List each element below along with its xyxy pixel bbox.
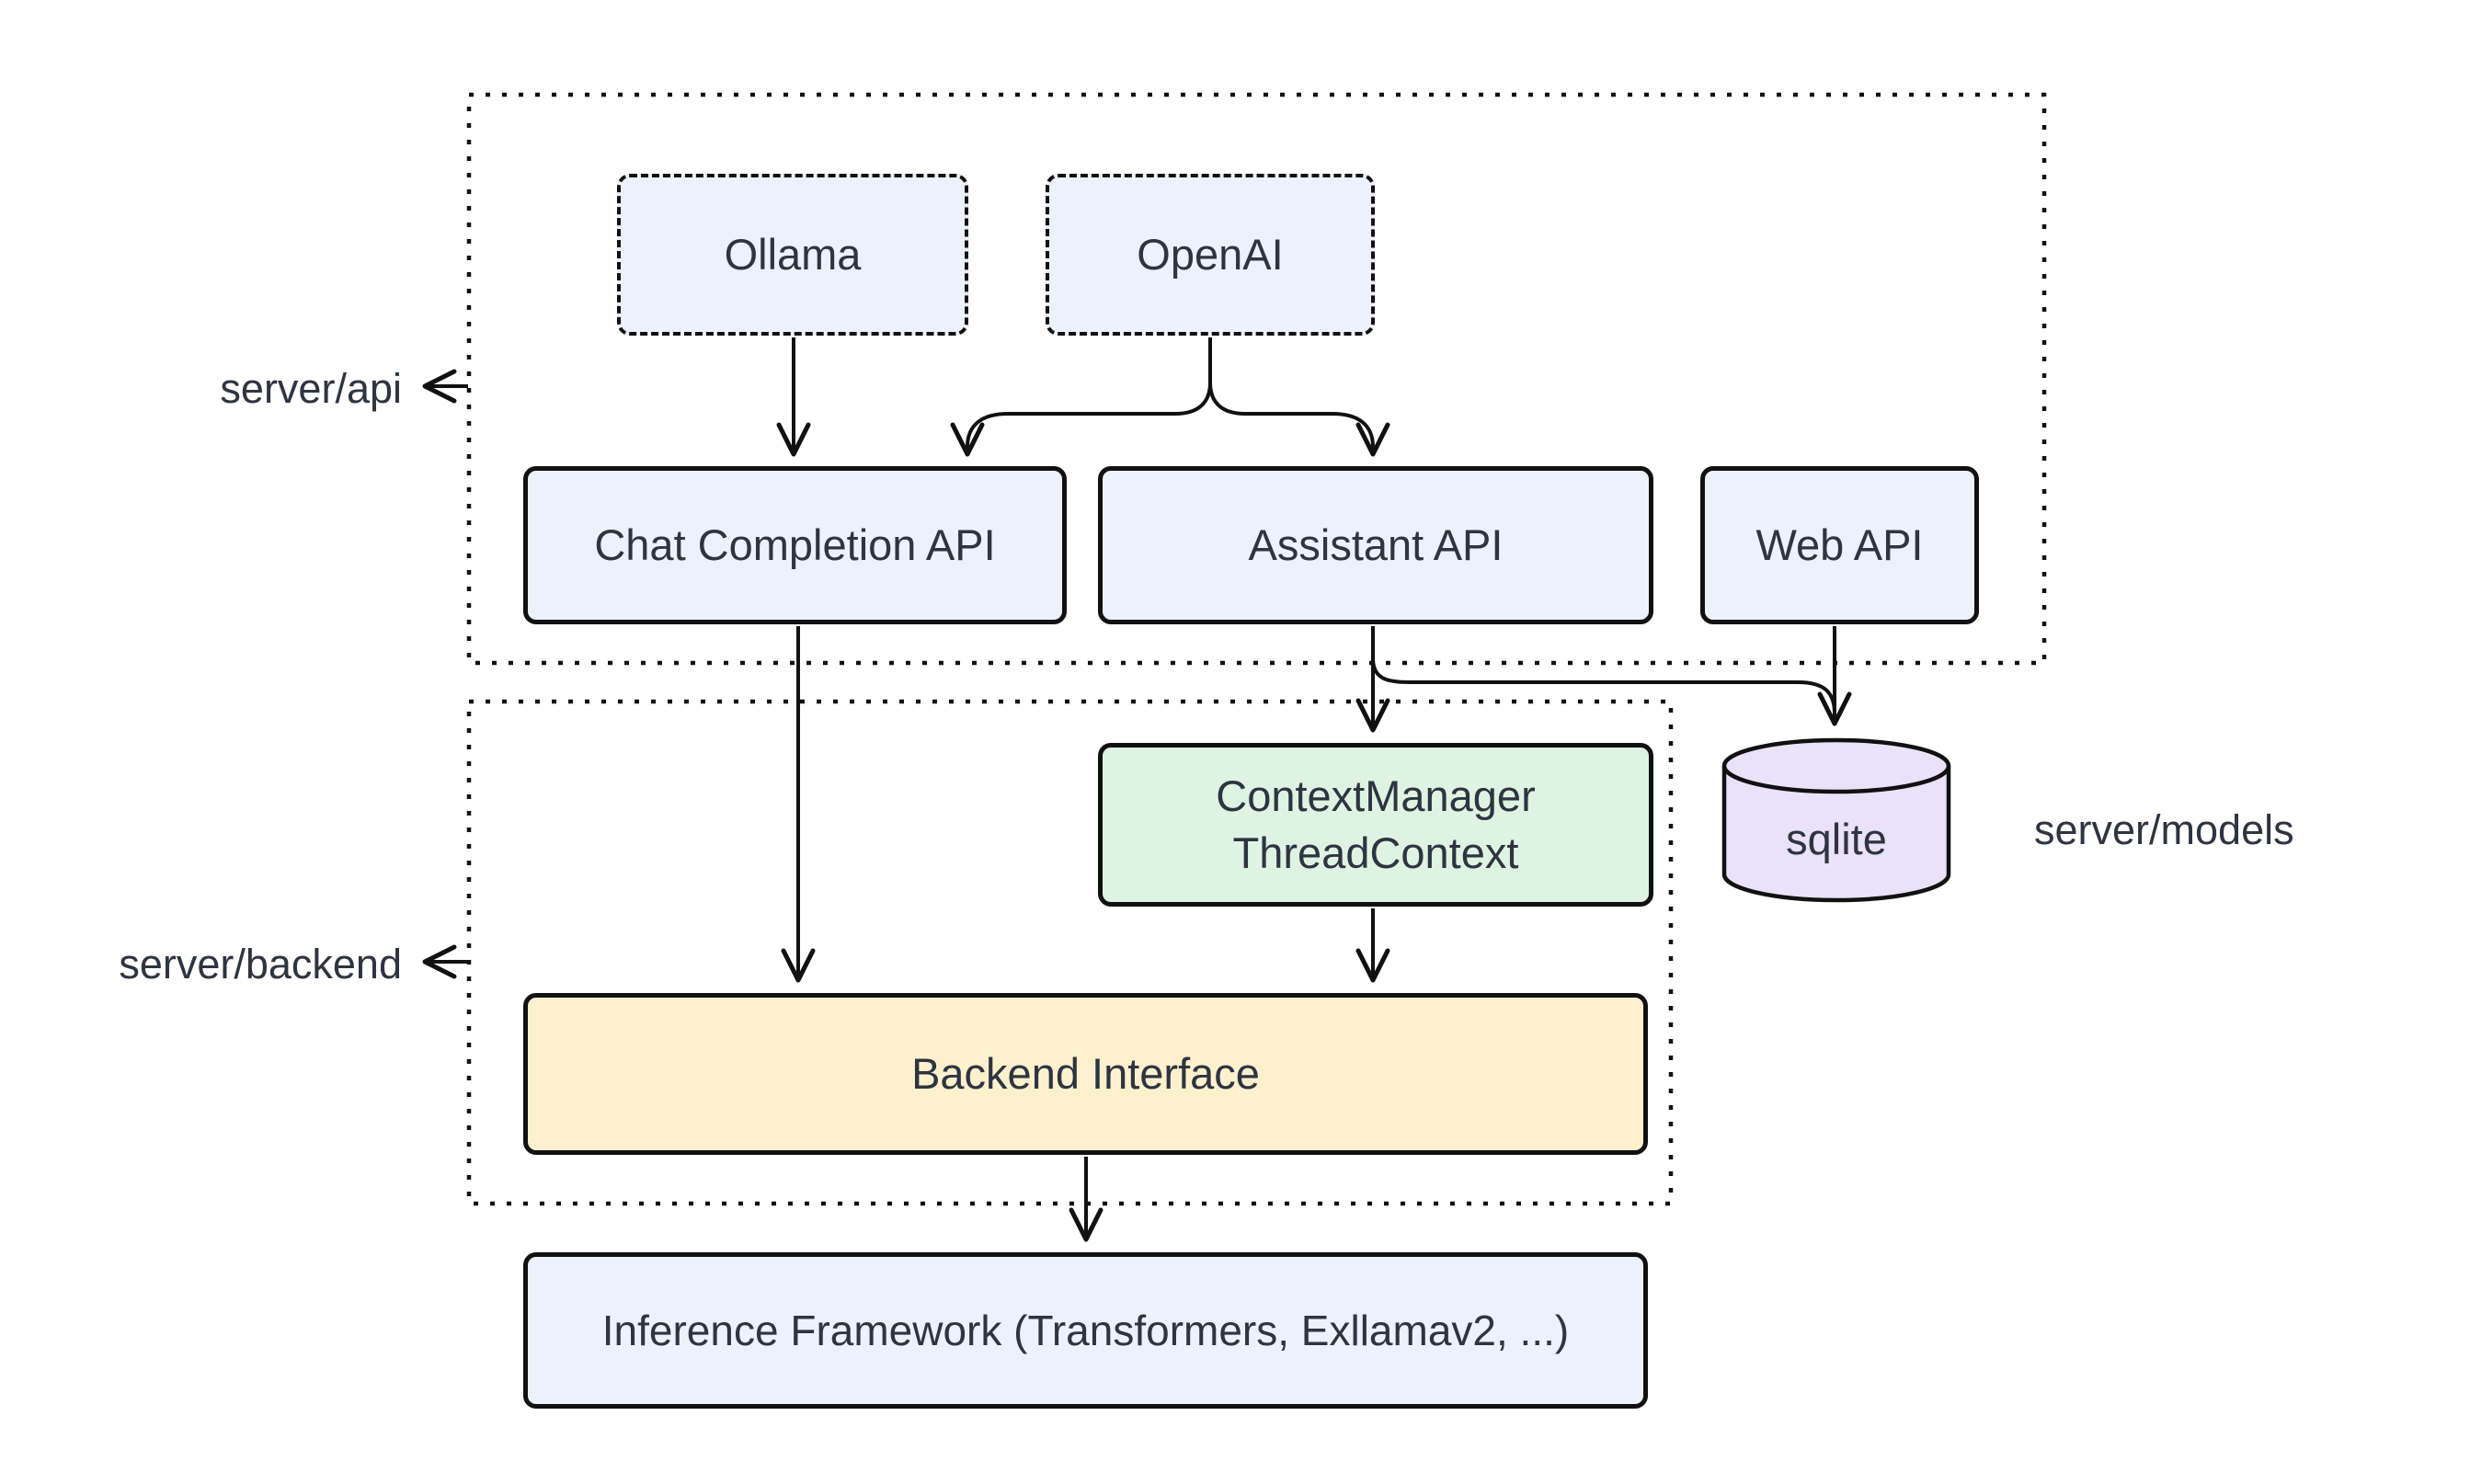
server-backend-label: server/backend — [119, 941, 402, 987]
node-ollama-label: Ollama — [724, 229, 862, 279]
edge-assistant-api-to-sqlite — [1371, 657, 1836, 714]
server-backend-container-border — [466, 699, 1674, 1206]
server-api-label: server/api — [220, 365, 402, 412]
node-context-manager-label-line1: ContextManager — [1216, 771, 1536, 820]
server-models-label: server/models — [2034, 806, 2294, 853]
server-api-container-border — [466, 92, 2047, 666]
node-openai-label: OpenAI — [1137, 229, 1284, 279]
node-assistant-api: Assistant API — [1098, 466, 1653, 624]
node-sqlite: sqlite — [1721, 736, 1952, 906]
node-context-manager-label-line2: ThreadContext — [1232, 828, 1519, 877]
node-ollama: Ollama — [617, 174, 968, 336]
edge-openai-to-chat-completion-api — [950, 382, 1212, 457]
node-chat-completion-api: Chat Completion API — [523, 466, 1067, 624]
node-web-api-label: Web API — [1755, 519, 1924, 569]
node-backend-interface: Backend Interface — [523, 993, 1648, 1155]
node-chat-completion-api-label: Chat Completion API — [594, 519, 996, 569]
node-assistant-api-label: Assistant API — [1248, 519, 1504, 569]
database-cylinder-icon: sqlite — [1721, 737, 1951, 903]
node-sqlite-label: sqlite — [1786, 815, 1887, 863]
node-inference-framework: Inference Framework (Transformers, Exlla… — [523, 1252, 1648, 1409]
node-openai: OpenAI — [1046, 174, 1375, 336]
edge-openai-to-assistant-api — [1208, 382, 1390, 457]
node-inference-framework-label: Inference Framework (Transformers, Exlla… — [601, 1306, 1570, 1354]
node-backend-interface-label: Backend Interface — [911, 1048, 1260, 1098]
node-context-manager: ContextManager ThreadContext — [1098, 743, 1653, 907]
node-web-api: Web API — [1700, 466, 1979, 624]
